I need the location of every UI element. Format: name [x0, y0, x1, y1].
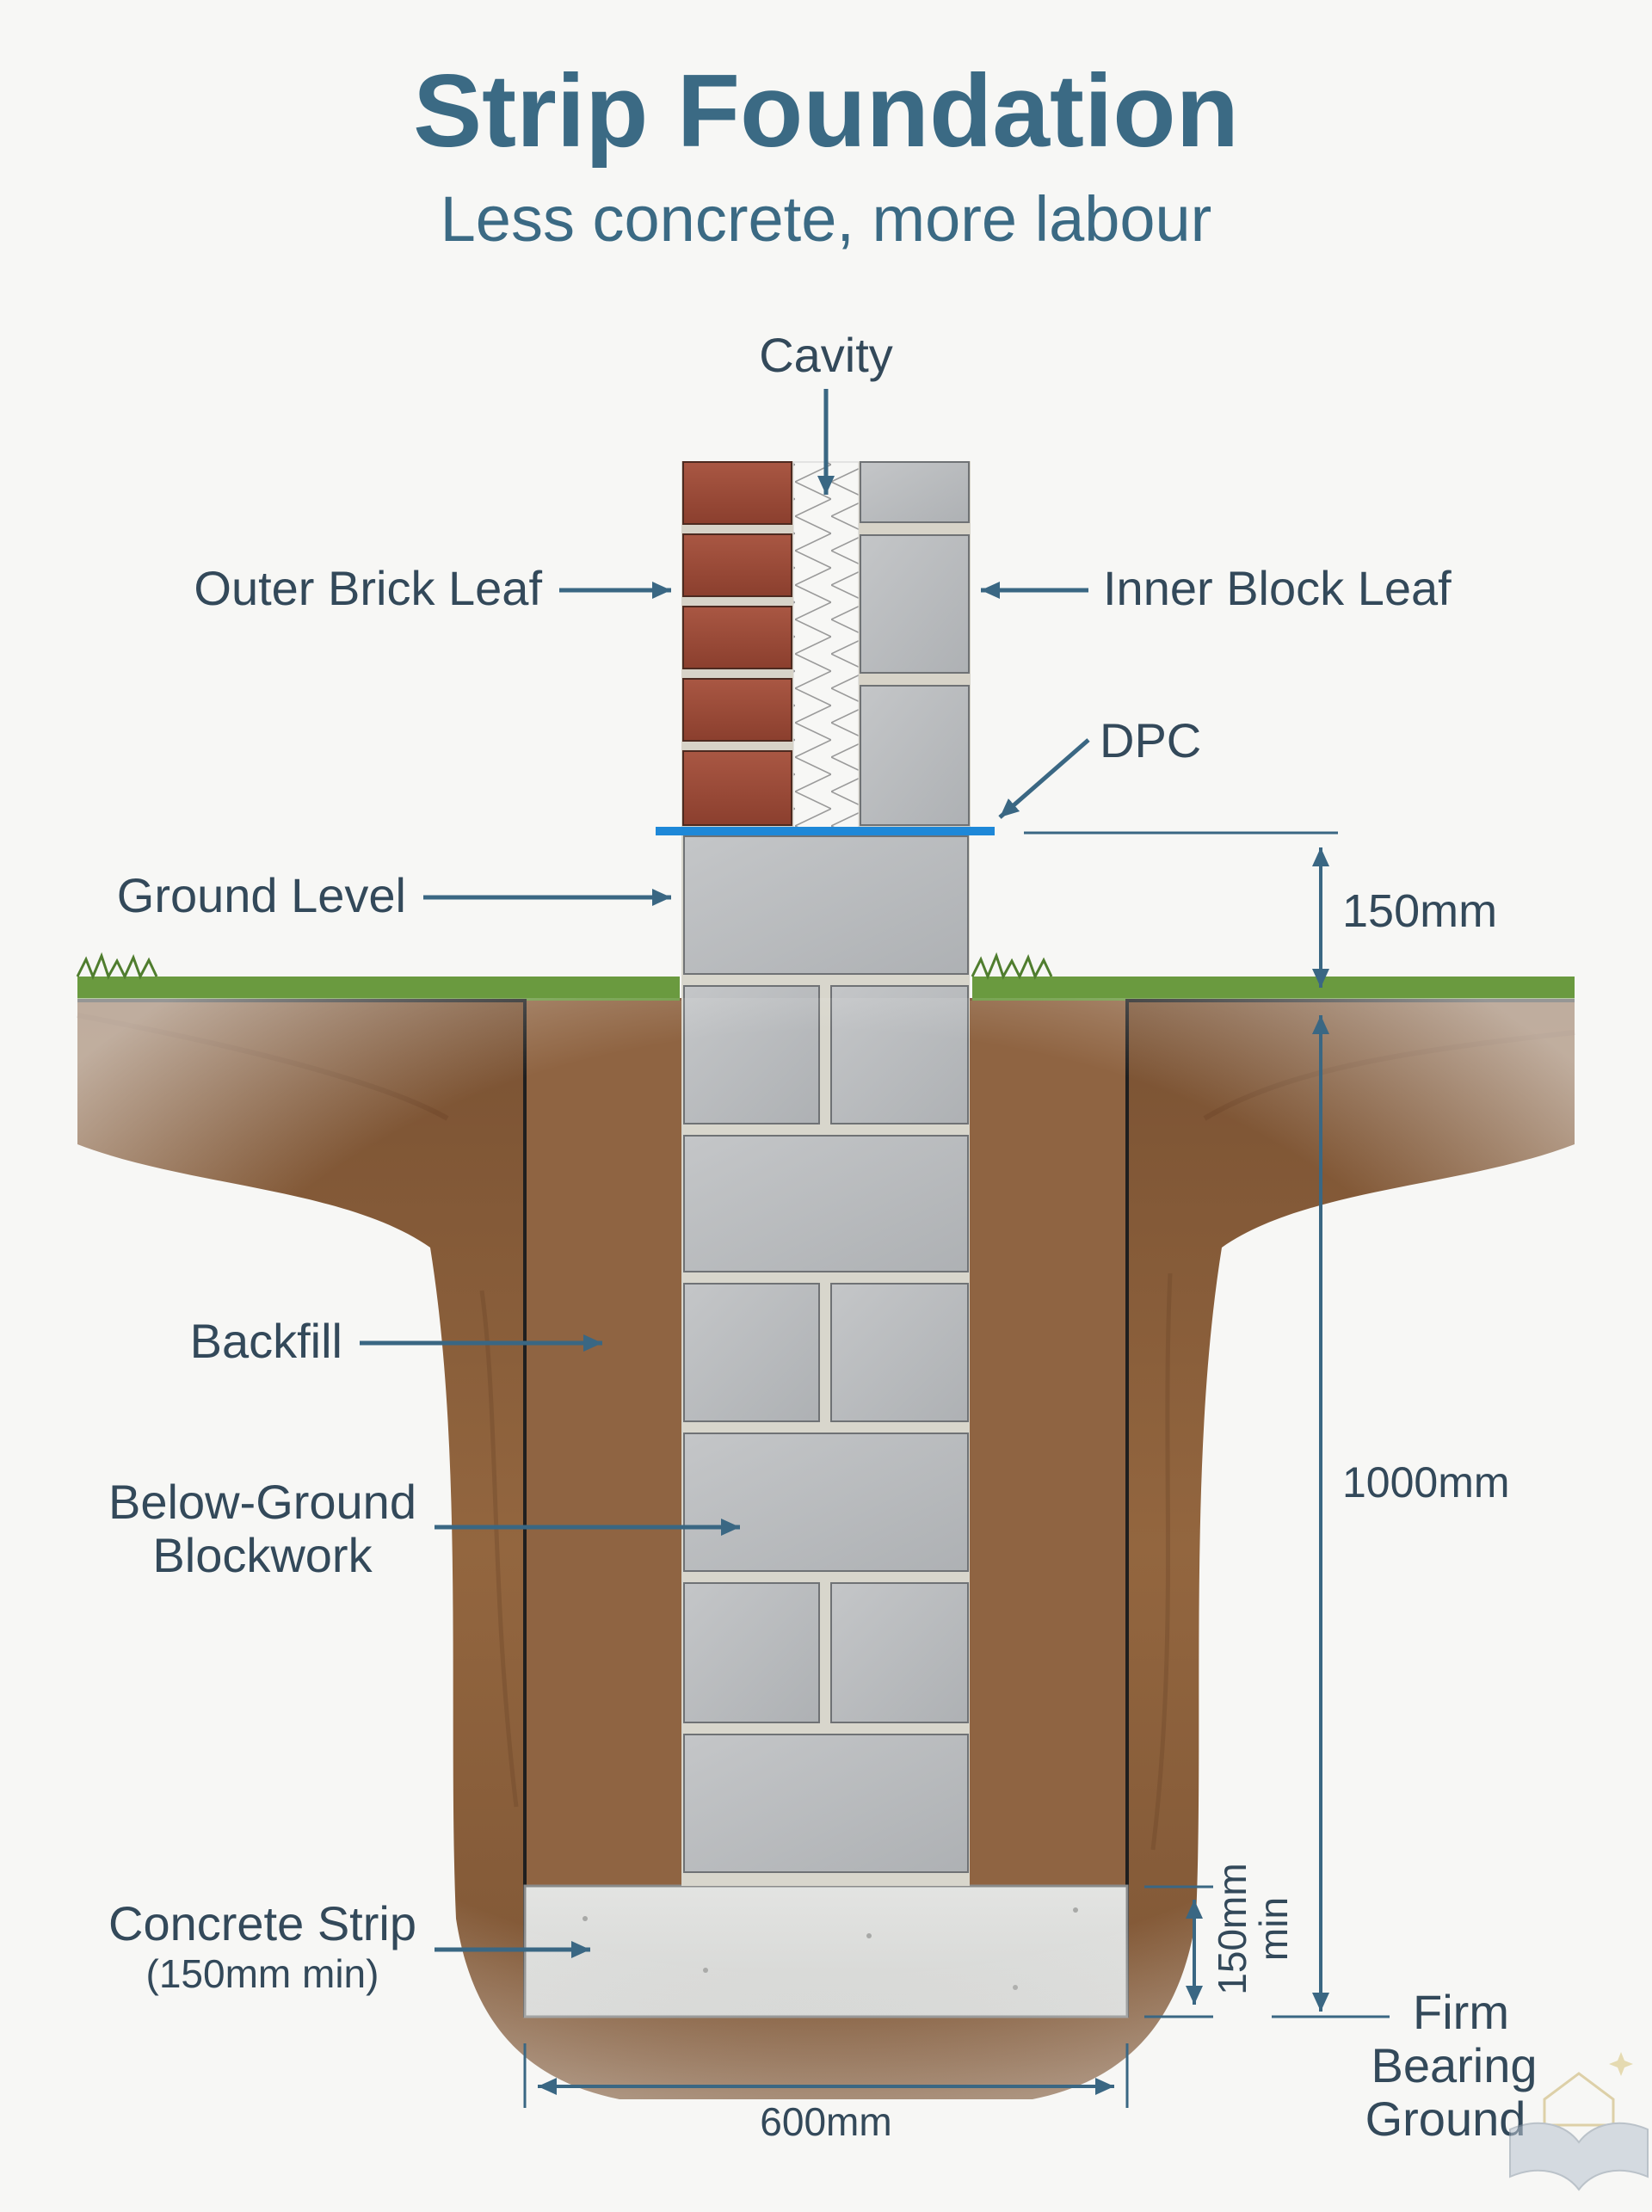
watermark-logo-icon — [1509, 2052, 1649, 2191]
dpc-line — [656, 827, 995, 835]
below-ground-label-line2: Blockwork — [152, 1528, 373, 1582]
strip-thickness-min: min — [1251, 1897, 1296, 1961]
cavity-label: Cavity — [759, 328, 893, 382]
firm-ground-label-line3: Ground — [1365, 2092, 1526, 2146]
backfill-label: Backfill — [190, 1314, 342, 1368]
depth-dimension — [1272, 1015, 1390, 2018]
dpc-height-value: 150mm — [1342, 885, 1497, 937]
firm-ground-label-line2: Bearing — [1371, 2038, 1537, 2092]
concrete-strip — [523, 1884, 1129, 2018]
strip-width-dimension — [523, 2043, 1129, 2108]
page-subtitle: Less concrete, more labour — [441, 183, 1212, 255]
firm-ground-label-line1: Firm — [1413, 1985, 1509, 2039]
dpc-arrow — [998, 738, 1090, 819]
inner-block-leaf-label: Inner Block Leaf — [1103, 561, 1452, 615]
strip-thickness-value: 150mm — [1210, 1863, 1254, 1994]
depth-value: 1000mm — [1342, 1458, 1510, 1507]
ground-level-label: Ground Level — [117, 868, 406, 922]
below-ground-blockwork — [681, 833, 970, 1886]
outer-brick-leaf-label: Outer Brick Leaf — [194, 561, 542, 615]
strip-thickness-dimension — [1144, 1885, 1213, 2018]
strip-width-value: 600mm — [760, 2099, 891, 2144]
dpc-height-dimension — [1024, 831, 1338, 988]
concrete-strip-note: (150mm min) — [146, 1951, 379, 1996]
dpc-label: DPC — [1100, 713, 1201, 767]
page-title: Strip Foundation — [413, 53, 1239, 169]
concrete-strip-label: Concrete Strip — [108, 1896, 416, 1950]
inner-block-leaf — [859, 461, 971, 828]
cavity-insulation — [792, 461, 860, 829]
below-ground-label-line1: Below-Ground — [108, 1475, 416, 1529]
outer-brick-leaf — [681, 461, 793, 828]
